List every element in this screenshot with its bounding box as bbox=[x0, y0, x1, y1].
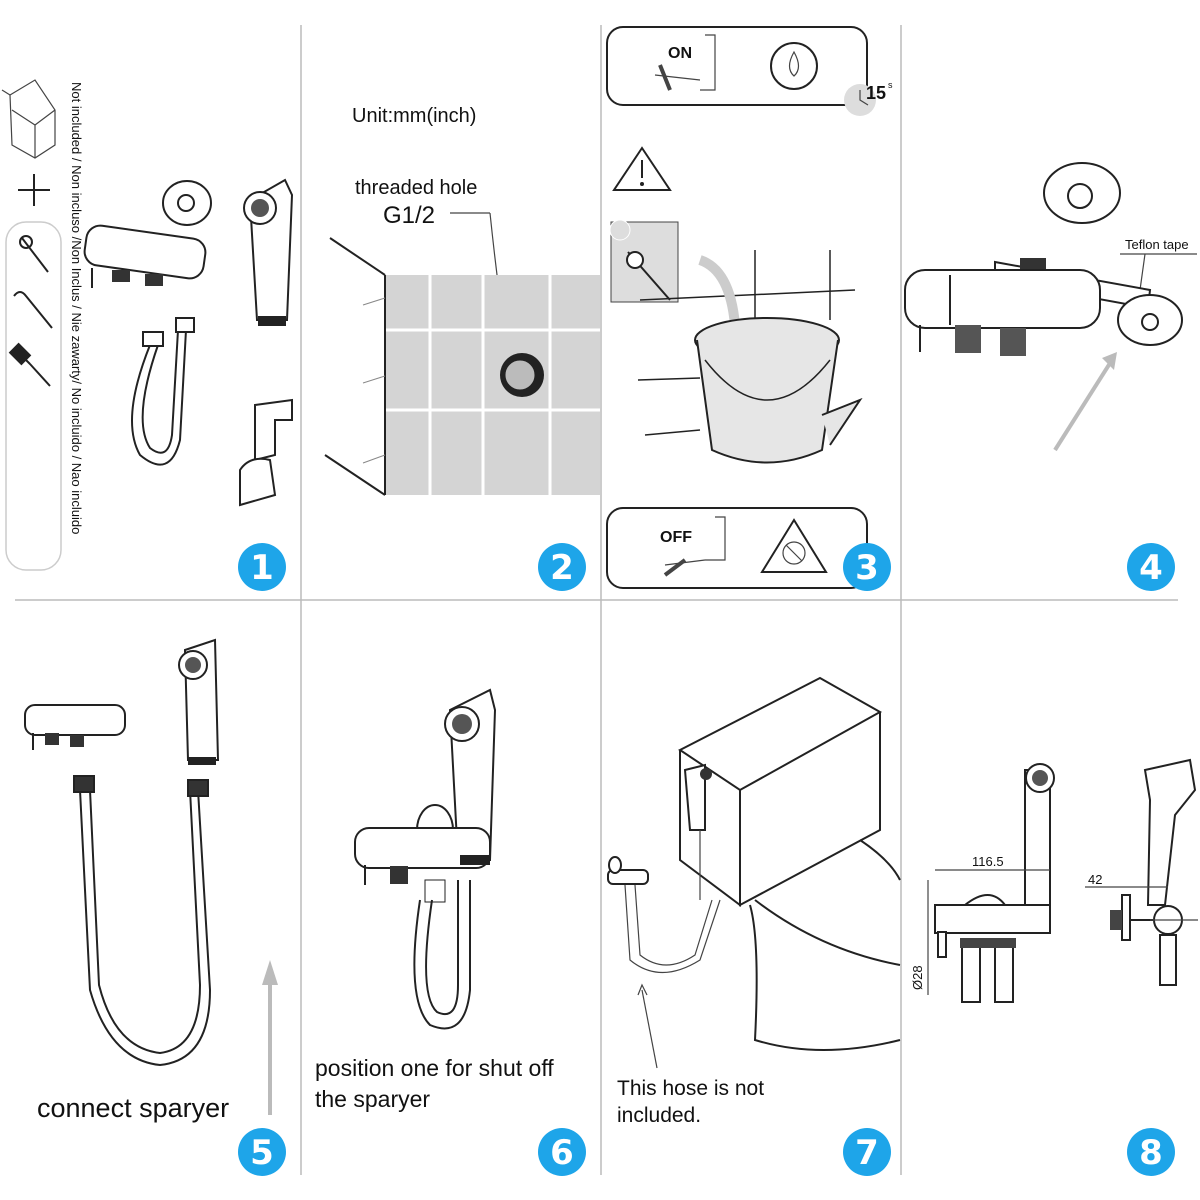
plus-icon bbox=[18, 174, 50, 206]
bidet-sprayer bbox=[683, 763, 712, 831]
water-drop-icon bbox=[770, 42, 818, 90]
hand-sprayer bbox=[178, 638, 220, 765]
thread-size-label: G1/2 bbox=[383, 202, 435, 229]
no-water-icon bbox=[760, 518, 828, 573]
step-5-caption: connect sparyer bbox=[37, 1093, 229, 1123]
svg-text:1: 1 bbox=[250, 548, 274, 588]
direction-arrow bbox=[1053, 358, 1114, 452]
holder-bracket-part bbox=[239, 398, 293, 507]
step-6-caption-line1: position one for shut off bbox=[315, 1055, 554, 1081]
step-5-badge: 5 bbox=[238, 1128, 286, 1176]
step-1-badge: 1 bbox=[238, 543, 286, 591]
unit-label: Unit:mm(inch) bbox=[352, 105, 476, 127]
step-7-badge: 7 bbox=[843, 1128, 891, 1176]
flange-part bbox=[162, 180, 212, 226]
panel-2-wall: Unit:mm(inch) threaded hole G1/2 2 bbox=[324, 105, 600, 591]
teflon-tape-label: Teflon tape bbox=[1125, 237, 1189, 252]
step-6-badge: 6 bbox=[538, 1128, 586, 1176]
front-view-drawing: 116.5 Ø28 bbox=[910, 763, 1055, 1003]
svg-text:3: 3 bbox=[855, 548, 879, 588]
threaded-hole-icon bbox=[500, 353, 544, 397]
panel-4-assembly: Teflon tape 4 bbox=[904, 162, 1197, 591]
step-7-caption-line1: This hose is not bbox=[617, 1077, 764, 1100]
screwdriver-icon bbox=[8, 342, 51, 387]
warning-icon bbox=[612, 146, 672, 191]
panel-1-parts: Not included / Non incluso /Non Inclus /… bbox=[1, 79, 294, 591]
hose bbox=[73, 775, 212, 1067]
angle-valve bbox=[607, 856, 649, 885]
panel-7-toilet: This hose is not included. 7 bbox=[607, 676, 901, 1176]
panel-dividers bbox=[15, 25, 1178, 1175]
svg-text:s: s bbox=[888, 80, 893, 90]
on-label: ON bbox=[668, 45, 692, 62]
step-8-badge: 8 bbox=[1127, 1128, 1175, 1176]
toilet-bowl bbox=[749, 839, 901, 1051]
not-included-text: Not included / Non incluso /Non Inclus /… bbox=[69, 82, 84, 534]
svg-text:15: 15 bbox=[866, 83, 886, 103]
wrench-card bbox=[609, 219, 679, 303]
off-label: OFF bbox=[660, 529, 692, 546]
valve-with-teflon bbox=[904, 258, 1183, 356]
depth-dimension: 42 bbox=[1088, 872, 1102, 887]
side-view-drawing: 42 bbox=[1085, 758, 1198, 986]
hoses bbox=[624, 830, 721, 973]
tools-frame bbox=[5, 221, 62, 571]
hand-sprayer-part bbox=[243, 178, 294, 326]
threaded-hole-label: threaded hole bbox=[355, 177, 477, 199]
hose-part bbox=[131, 317, 195, 466]
valve-body bbox=[24, 704, 126, 750]
flange-part bbox=[1043, 162, 1121, 224]
wrench-icon bbox=[19, 235, 49, 273]
panel-8-dimensions: 116.5 Ø28 42 8 bbox=[910, 758, 1198, 1176]
svg-text:8: 8 bbox=[1139, 1133, 1163, 1173]
panel-6-installed: position one for shut off the sparyer 6 bbox=[315, 688, 586, 1176]
step-4-badge: 4 bbox=[1127, 543, 1175, 591]
on-box bbox=[606, 26, 868, 106]
diameter-dimension: Ø28 bbox=[910, 965, 925, 990]
box-icon bbox=[1, 79, 56, 159]
step-6-caption-line2: the sparyer bbox=[315, 1086, 430, 1112]
toilet-tank bbox=[678, 676, 883, 907]
installed-assembly bbox=[354, 688, 497, 1030]
width-dimension: 116.5 bbox=[972, 854, 1004, 869]
allen-key-icon bbox=[13, 291, 53, 329]
panel-5-connect: connect sparyer 5 bbox=[24, 638, 286, 1176]
svg-text:7: 7 bbox=[855, 1133, 879, 1173]
step-7-caption-line2: included. bbox=[617, 1104, 701, 1127]
svg-text:4: 4 bbox=[1139, 548, 1163, 588]
bucket-scene bbox=[637, 250, 863, 464]
off-box bbox=[606, 507, 868, 589]
valve-on-icon bbox=[654, 34, 716, 91]
svg-text:5: 5 bbox=[250, 1133, 274, 1173]
step-3-badge: 3 bbox=[843, 543, 891, 591]
svg-text:2: 2 bbox=[550, 548, 574, 588]
svg-text:6: 6 bbox=[550, 1133, 574, 1173]
valve-body-part bbox=[83, 224, 207, 288]
valve-off-icon bbox=[663, 516, 726, 577]
step-2-badge: 2 bbox=[538, 543, 586, 591]
tile-wall bbox=[324, 237, 600, 496]
